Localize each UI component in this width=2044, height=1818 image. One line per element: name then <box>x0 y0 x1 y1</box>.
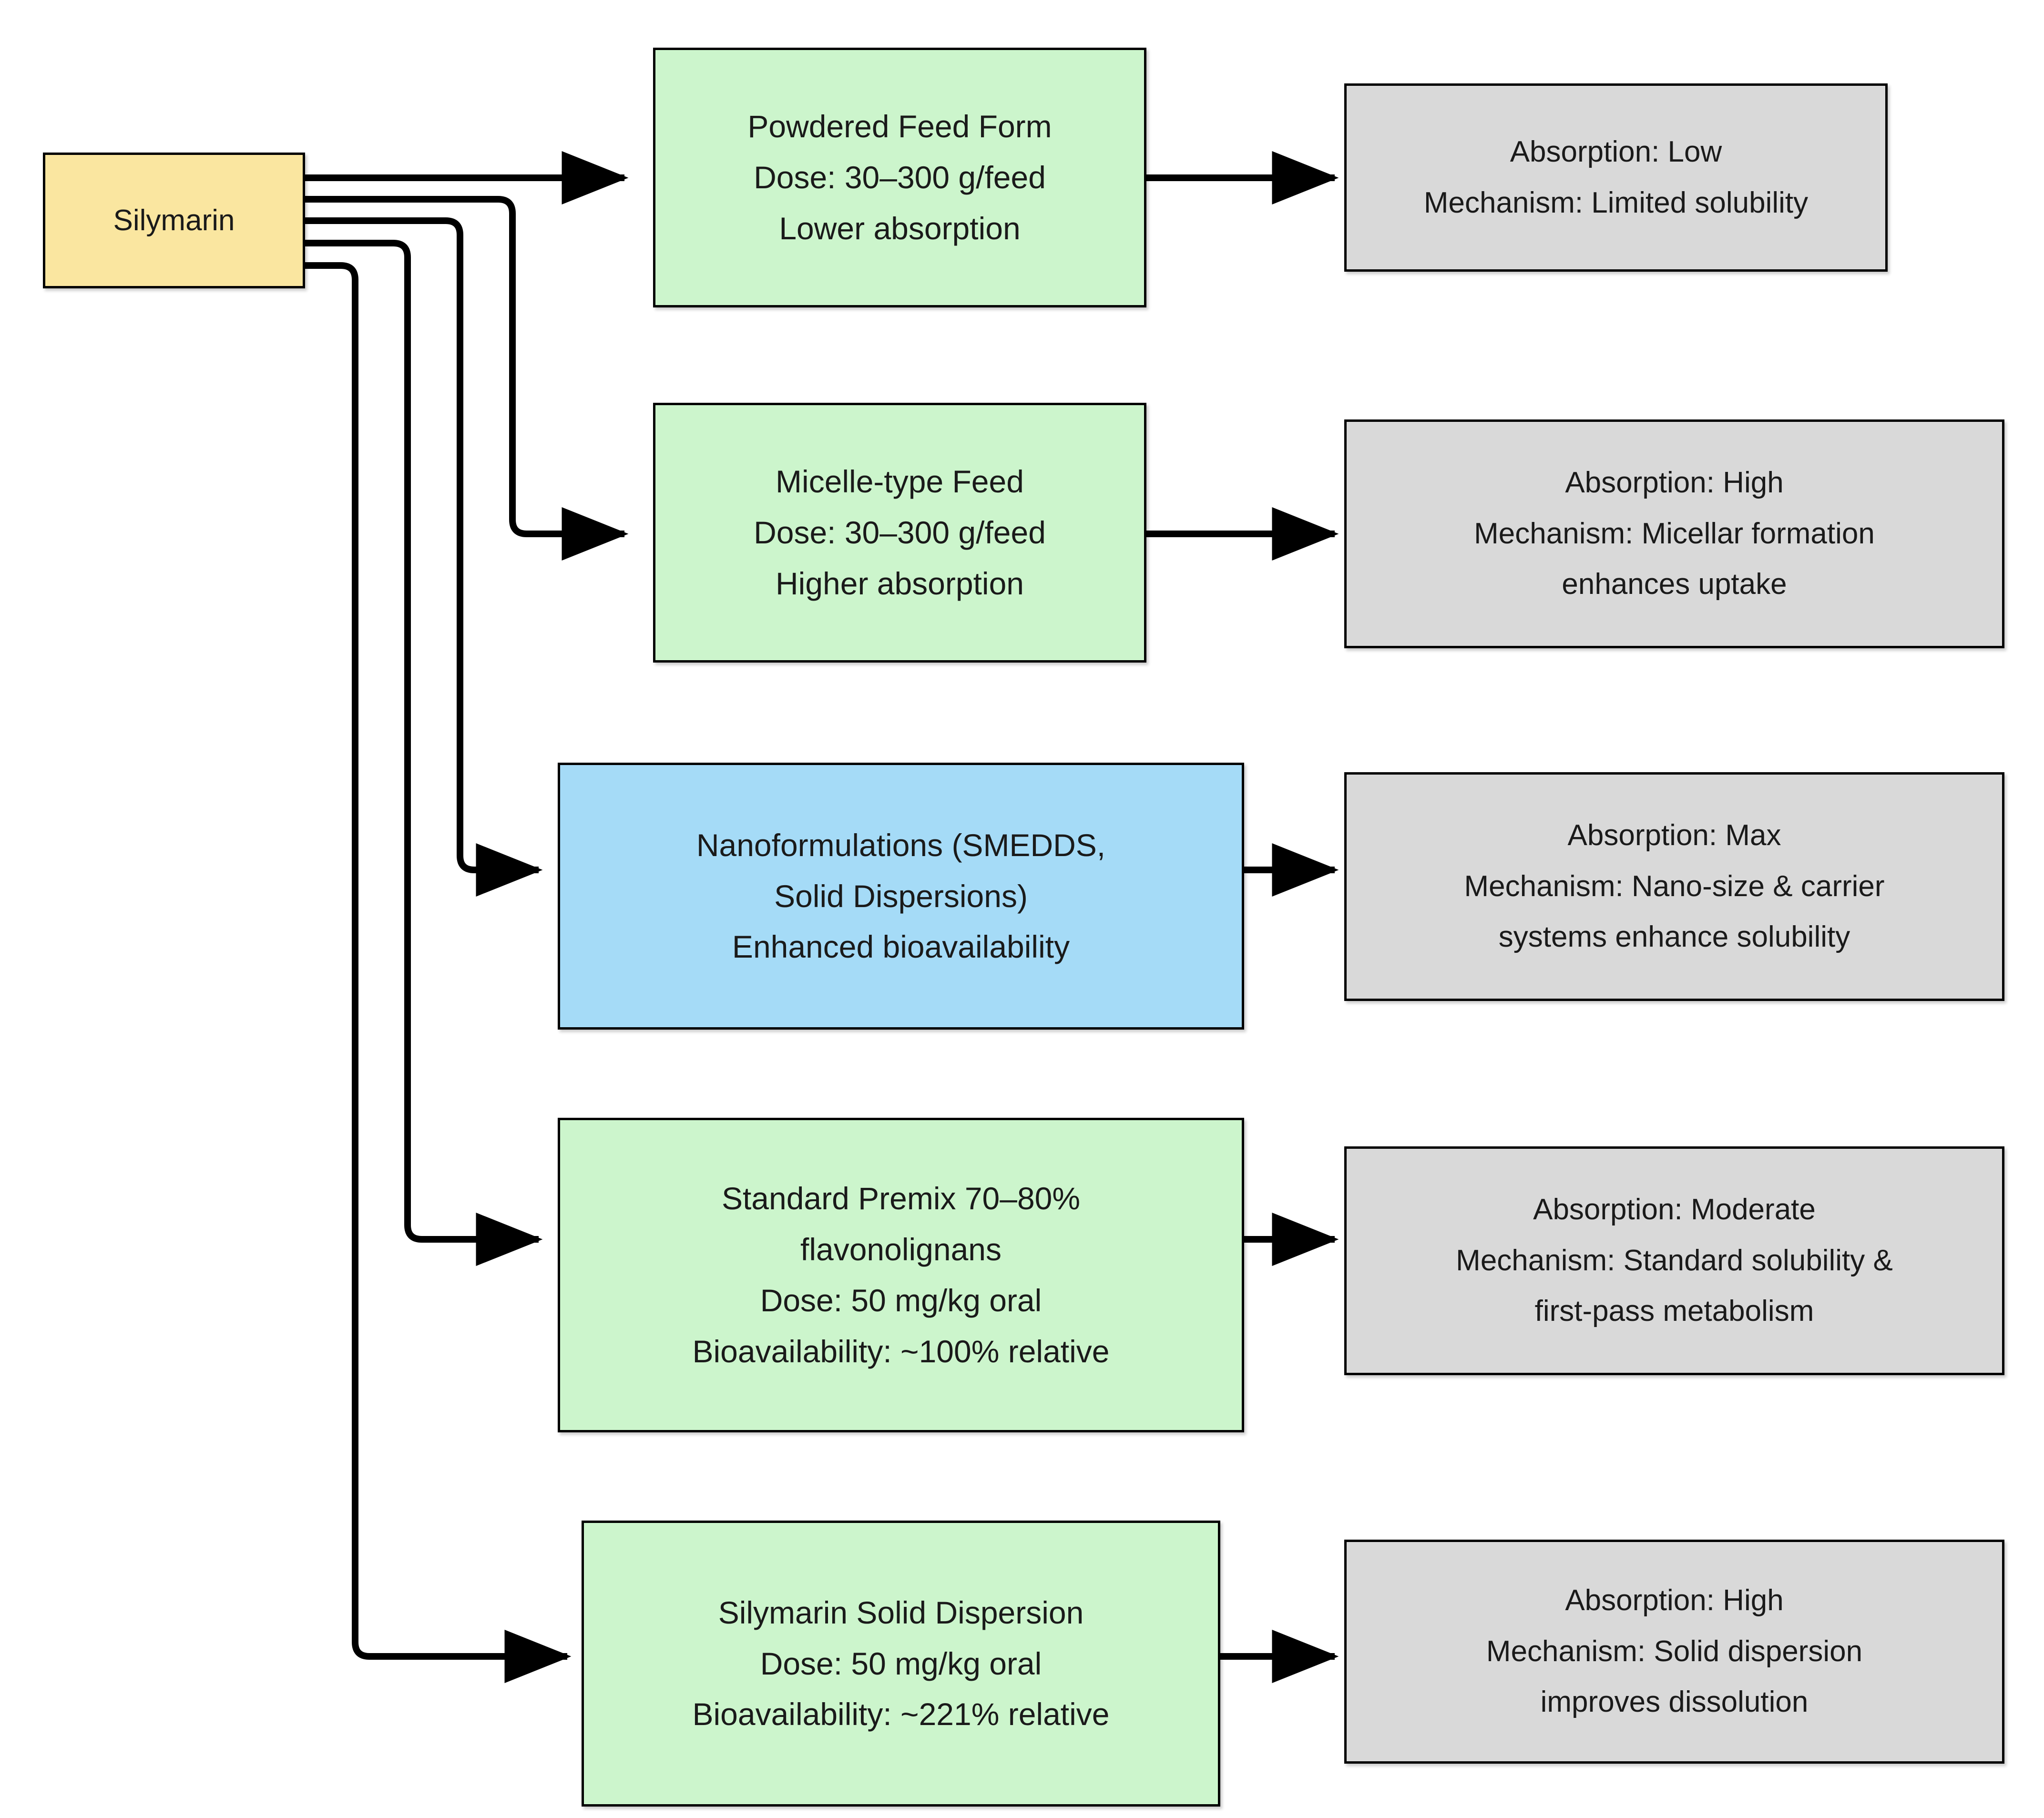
node-outcome-silymarin-solid-dispersion[interactable]: Absorption: High Mechanism: Solid disper… <box>1344 1540 2004 1764</box>
node-line: Absorption: Moderate <box>1533 1193 1816 1226</box>
node-line: Lower absorption <box>779 210 1021 246</box>
node-line: Mechanism: Nano-size & carrier <box>1464 869 1885 903</box>
node-line: Nanoformulations (SMEDDS, <box>696 827 1106 863</box>
node-line: systems enhance solubility <box>1498 920 1850 954</box>
node-line: Absorption: High <box>1565 466 1784 500</box>
node-micelle-type-feed[interactable]: Micelle-type Feed Dose: 30–300 g/feed Hi… <box>653 403 1146 663</box>
node-line: Standard Premix 70–80% <box>721 1181 1081 1216</box>
node-nanoformulations[interactable]: Nanoformulations (SMEDDS, Solid Dispersi… <box>558 763 1244 1030</box>
node-line: flavonolignans <box>800 1232 1002 1267</box>
node-line: Absorption: High <box>1565 1584 1784 1617</box>
node-line: Bioavailability: ~100% relative <box>692 1333 1110 1369</box>
node-line: Dose: 50 mg/kg oral <box>760 1283 1042 1318</box>
node-line: Enhanced bioavailability <box>732 929 1070 965</box>
node-line: first-pass metabolism <box>1534 1295 1814 1328</box>
node-line: Mechanism: Micellar formation <box>1474 517 1875 550</box>
node-line: Dose: 30–300 g/feed <box>754 160 1046 195</box>
node-outcome-standard-premix[interactable]: Absorption: Moderate Mechanism: Standard… <box>1344 1146 2004 1375</box>
edge-root-to-micelle-type-feed <box>305 196 629 561</box>
node-line: Solid Dispersions) <box>774 878 1028 914</box>
node-silymarin-root[interactable]: Silymarin <box>43 153 305 288</box>
edge-root-to-standard-premix <box>305 240 543 1266</box>
node-line: Higher absorption <box>776 565 1024 601</box>
node-line: Absorption: Max <box>1567 819 1781 852</box>
node-line: improves dissolution <box>1540 1685 1809 1719</box>
node-root-label: Silymarin <box>113 204 235 237</box>
node-outcome-nanoformulations[interactable]: Absorption: Max Mechanism: Nano-size & c… <box>1344 772 2004 1001</box>
node-line: Bioavailability: ~221% relative <box>692 1696 1110 1732</box>
node-outcome-powdered-feed-form[interactable]: Absorption: Low Mechanism: Limited solub… <box>1344 83 1888 272</box>
node-line: Absorption: Low <box>1510 135 1722 168</box>
node-silymarin-solid-dispersion[interactable]: Silymarin Solid Dispersion Dose: 50 mg/k… <box>582 1521 1220 1807</box>
node-powdered-feed-form[interactable]: Powdered Feed Form Dose: 30–300 g/feed L… <box>653 48 1146 307</box>
node-line: Dose: 50 mg/kg oral <box>760 1645 1042 1681</box>
node-line: Dose: 30–300 g/feed <box>754 515 1046 551</box>
node-line: Micelle-type Feed <box>776 464 1024 500</box>
node-line: Silymarin Solid Dispersion <box>718 1594 1084 1630</box>
node-line: Mechanism: Standard solubility & <box>1456 1244 1893 1277</box>
node-line: Mechanism: Solid dispersion <box>1486 1634 1863 1668</box>
edge-root-to-nanoformulations <box>305 217 543 897</box>
node-line: Mechanism: Limited solubility <box>1423 186 1809 219</box>
node-line: Powdered Feed Form <box>747 109 1052 144</box>
edge-root-to-silymarin-solid-dispersion <box>305 262 572 1683</box>
node-line: enhances uptake <box>1562 568 1787 601</box>
node-standard-premix[interactable]: Standard Premix 70–80% flavonolignans Do… <box>558 1118 1244 1432</box>
node-outcome-micelle-type-feed[interactable]: Absorption: High Mechanism: Micellar for… <box>1344 419 2004 648</box>
